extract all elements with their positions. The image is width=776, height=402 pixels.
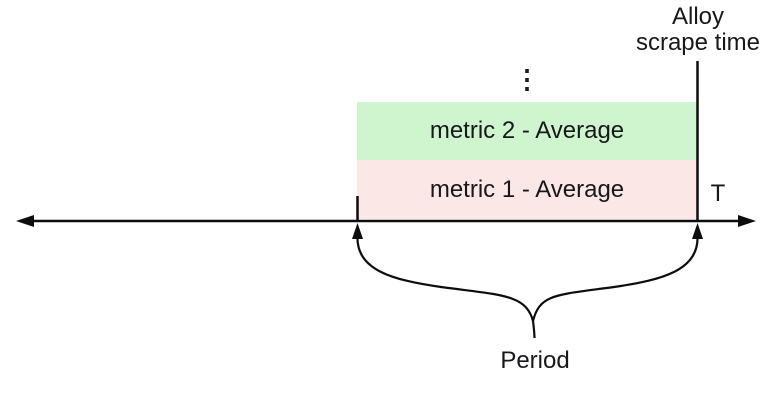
period-label: Period: [500, 347, 570, 374]
period-brace-right-curve: [531, 235, 699, 322]
period-brace-right-arrowhead-icon: [692, 223, 703, 239]
time-axis-right-arrowhead-icon: [738, 215, 756, 227]
time-axis-label: T: [710, 180, 726, 207]
alloy-scrape-time-label-line2: scrape time: [635, 29, 761, 56]
metric-1-bar: metric 1 - Average: [357, 160, 697, 219]
metric-2-bar-label: metric 2 - Average: [429, 117, 625, 144]
period-brace-left-curve: [356, 235, 535, 322]
period-brace-left-arrowhead-icon: [352, 223, 363, 239]
metric-2-bar: metric 2 - Average: [357, 102, 697, 160]
alloy-scrape-time-label: Alloy scrape time: [598, 4, 776, 56]
period-brace-stem: [531, 320, 536, 339]
time-axis-left-arrowhead-icon: [16, 215, 34, 227]
alloy-scrape-time-label-line1: Alloy: [671, 3, 725, 30]
vertical-ellipsis-icon: ⋮: [514, 64, 540, 94]
metric-1-bar-label: metric 1 - Average: [429, 175, 625, 203]
